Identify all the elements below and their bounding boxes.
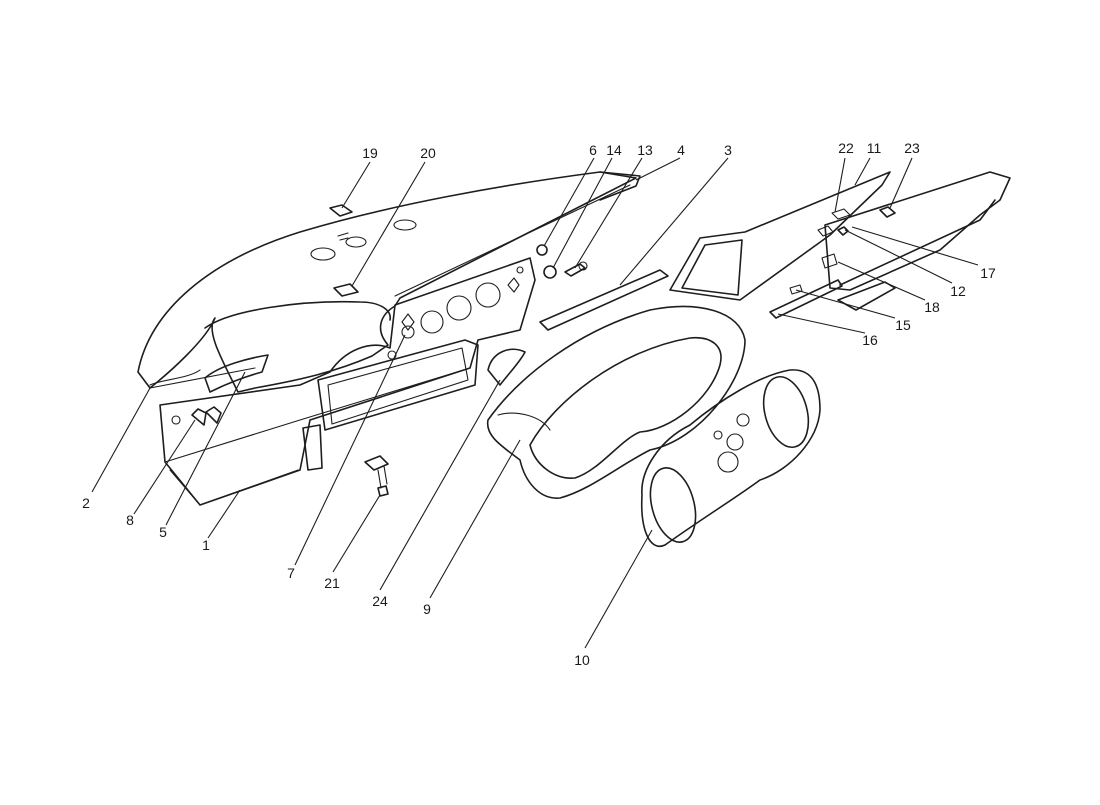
callout-23: 23 — [904, 140, 920, 156]
part-5-grille — [204, 354, 269, 393]
callout-18: 18 — [924, 299, 940, 315]
part-24-round — [487, 348, 526, 386]
callout-11: 11 — [867, 140, 882, 156]
callout-2: 2 — [82, 495, 90, 511]
callout-9: 9 — [423, 601, 431, 617]
callout-12: 12 — [950, 283, 966, 299]
leader-lines — [91, 157, 979, 649]
callout-labels: 19 20 6 14 13 4 3 22 11 23 17 12 18 15 1… — [82, 140, 996, 668]
dashboard-top-panel — [137, 171, 641, 393]
part-21-switch — [364, 455, 389, 497]
part-3-trim-bar — [539, 269, 669, 331]
callout-7: 7 — [287, 565, 295, 581]
callout-4: 4 — [677, 142, 685, 158]
callout-3: 3 — [724, 142, 732, 158]
fittings-6-14-13 — [536, 244, 588, 279]
part-11-glovebox — [669, 171, 1011, 301]
callout-21: 21 — [324, 575, 340, 591]
callout-22: 22 — [838, 140, 854, 156]
callout-14: 14 — [606, 142, 622, 158]
callout-20: 20 — [420, 145, 436, 161]
callout-8: 8 — [126, 512, 134, 528]
callout-19: 19 — [362, 145, 378, 161]
lower-dashboard-body — [159, 257, 536, 506]
callout-10: 10 — [574, 652, 590, 668]
callout-6: 6 — [589, 142, 597, 158]
part-10-gauge-panel — [640, 369, 821, 548]
parts-15-16-18 — [769, 253, 896, 319]
callout-5: 5 — [159, 524, 167, 540]
callout-24: 24 — [372, 593, 388, 609]
part-9-gauge-hood — [486, 305, 746, 499]
callout-17: 17 — [980, 265, 996, 281]
callout-15: 15 — [895, 317, 911, 333]
callout-16: 16 — [862, 332, 878, 348]
callout-1: 1 — [202, 537, 210, 553]
callout-13: 13 — [637, 142, 653, 158]
